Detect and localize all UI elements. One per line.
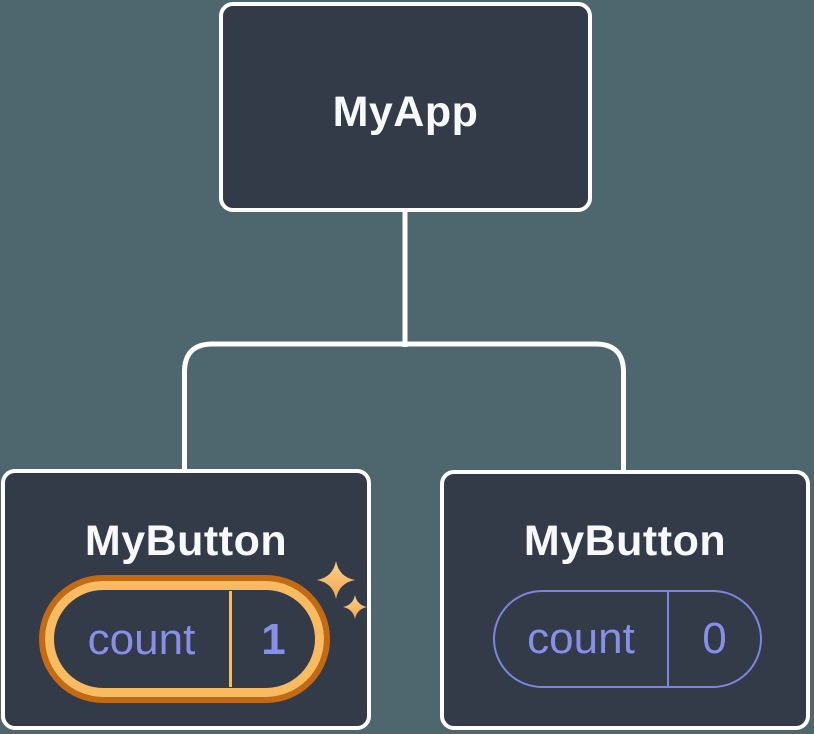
state-key-label: count [87,615,196,664]
state-pill-divider [667,592,669,686]
node-myapp [219,2,592,212]
branch-line [182,341,626,471]
sparkle-large [317,561,355,599]
state-pill [493,590,762,688]
node-label-myapp: MyApp [332,87,479,136]
state-pill-divider [229,591,232,687]
state-value: 0 [702,614,727,663]
state-key-label: count [527,614,635,663]
node-label-mybutton-right: MyButton [523,516,727,565]
state-value: 1 [261,615,286,664]
sparkle-small [343,595,367,619]
state-pill-highlighted [45,581,324,697]
node-label-mybutton-left: MyButton [84,516,288,565]
sparkle-icon [317,561,367,619]
